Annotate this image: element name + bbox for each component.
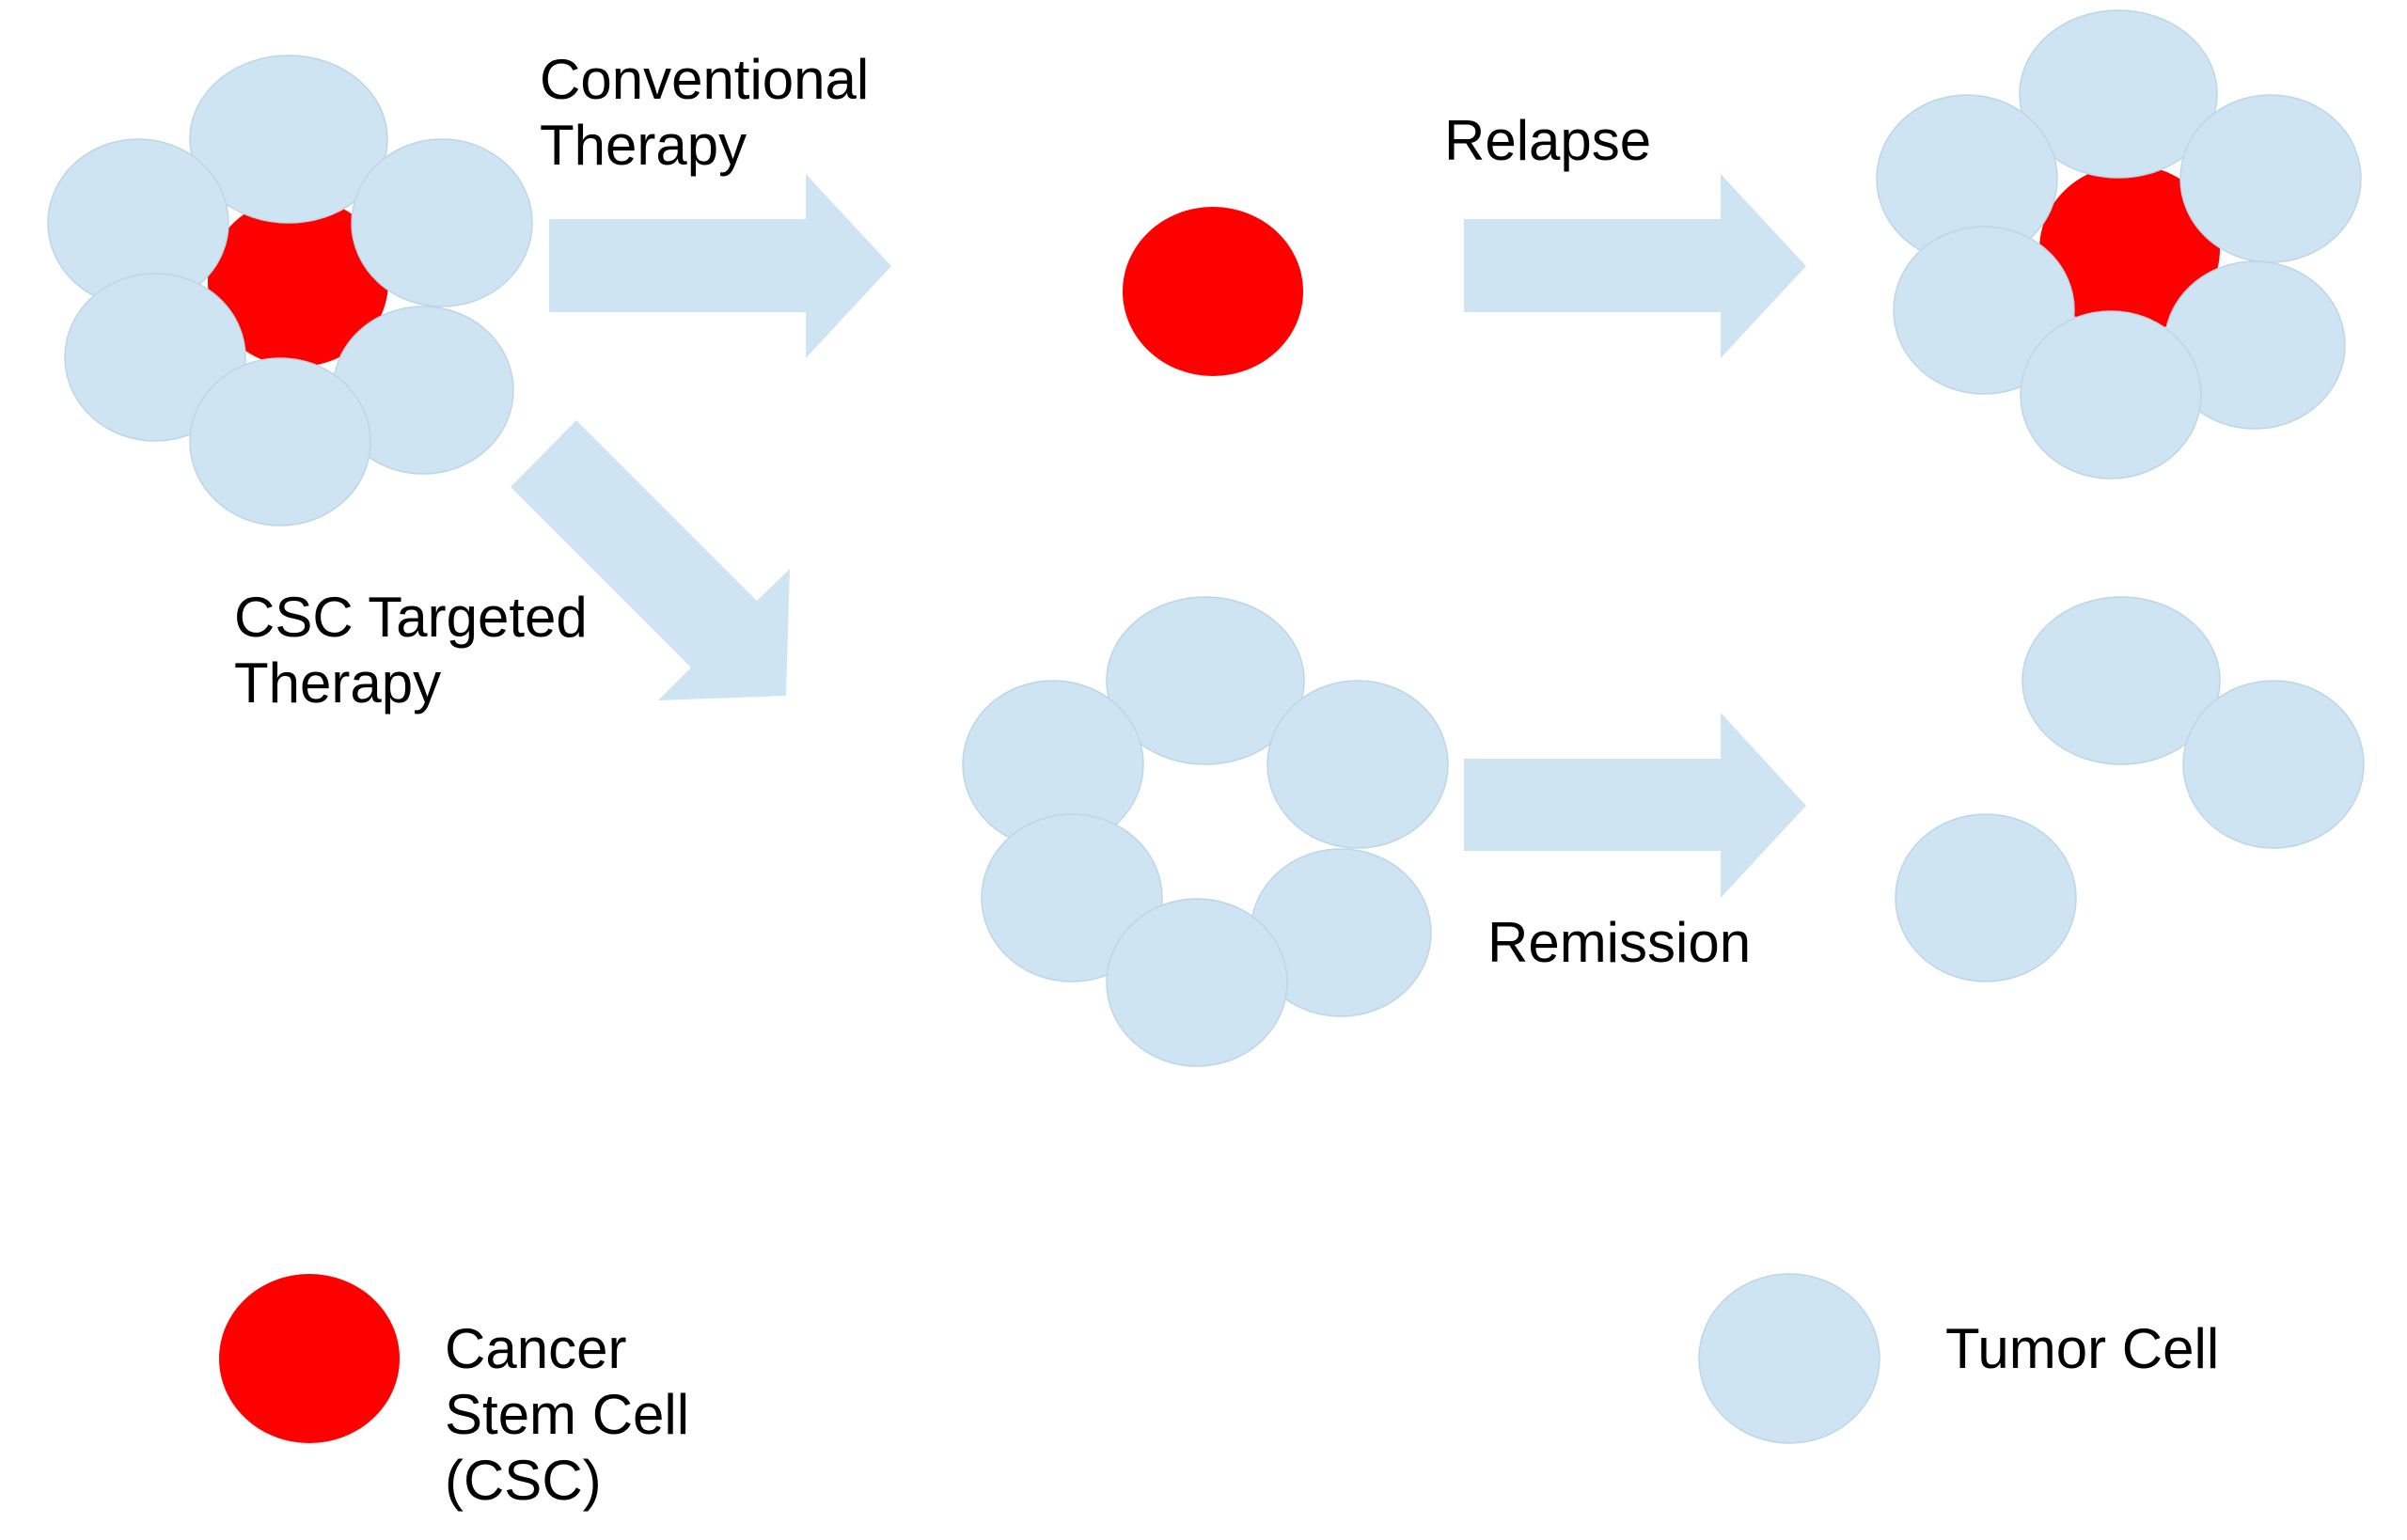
conventional-therapy-arrow [549, 174, 891, 358]
legend-csc-label: Cancer Stem Cell (CSC) [445, 1316, 689, 1514]
legend-tumor-label-text: Tumor Cell [1945, 1317, 2220, 1380]
csc-targeted-therapy-label-line: Therapy [234, 652, 442, 715]
relapse-label-text: Relapse [1444, 109, 1652, 172]
tumor-cell [2022, 596, 2221, 765]
tumor-cell [189, 55, 388, 224]
tumor-cell [2179, 94, 2362, 263]
legend-csc-label-line: Stem Cell [445, 1383, 690, 1446]
legend-tumor-symbol [1698, 1273, 1880, 1444]
initial-tumor-cluster [47, 55, 533, 526]
csc-targeted-therapy-label-line: CSC Targeted [234, 586, 588, 649]
tumor-cell [351, 138, 533, 307]
conventional-therapy-label-line: Therapy [540, 114, 747, 177]
tumor-cell [189, 357, 371, 526]
tumor-cell [981, 813, 1163, 982]
cancer-stem-cell [2039, 165, 2220, 334]
legend-tumor-label: Tumor Cell [1945, 1316, 2219, 1382]
tumor-cell [1266, 680, 1449, 849]
tumor-cell [2020, 310, 2202, 479]
surviving-cancer-stem-cell [1123, 207, 1303, 376]
tumor-cell [2182, 680, 2365, 849]
relapsed-tumor-cluster [1876, 9, 2362, 479]
tumor-cell [1895, 813, 2077, 982]
tumor-cell [1106, 898, 1288, 1067]
post-targeted-therapy-cluster [962, 596, 1449, 1067]
csc-targeted-therapy-label: CSC Targeted Therapy [234, 585, 588, 716]
conventional-therapy-label: Conventional Therapy [540, 47, 869, 179]
legend-csc-label-line: Cancer [445, 1317, 627, 1380]
conventional-therapy-label-line: Conventional [540, 48, 870, 111]
tumor-cell [1893, 226, 2075, 395]
tumor-cell [64, 273, 246, 442]
remission-label-text: Remission [1487, 911, 1752, 974]
relapse-arrow [1464, 174, 1806, 358]
legend-csc-label-line: (CSC) [445, 1449, 602, 1512]
relapse-label: Relapse [1444, 108, 1651, 174]
legend-csc-symbol [219, 1274, 400, 1443]
tumor-cell [2019, 9, 2218, 179]
tumor-cell [1106, 596, 1305, 765]
remission-label: Remission [1487, 910, 1751, 976]
cancer-stem-cell [208, 197, 388, 367]
csc-targeted-therapy-arrow [511, 420, 790, 700]
remission-arrow [1464, 713, 1806, 898]
remission-cluster [1895, 596, 2365, 982]
